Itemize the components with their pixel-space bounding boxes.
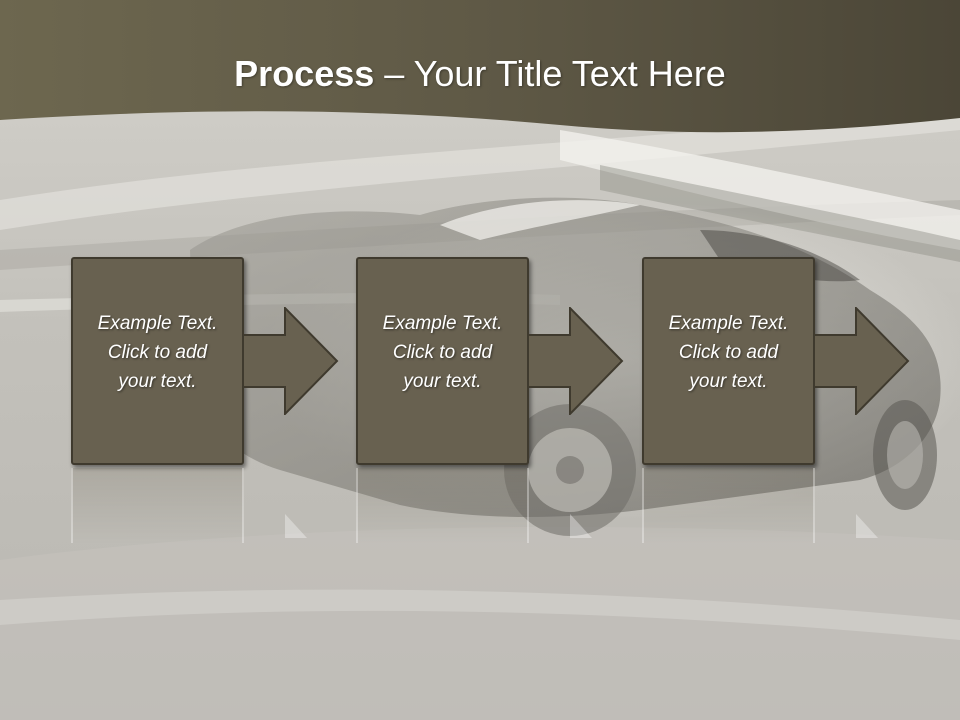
step-box [642, 257, 815, 465]
step-text[interactable]: Example Text. Click to add your text. [642, 309, 815, 396]
step-text-line: Example Text. [382, 313, 503, 334]
step-text-line: your text. [118, 371, 197, 392]
step-text-line: your text. [403, 371, 482, 392]
title-rest-part: – Your Title Text Here [374, 53, 726, 94]
step-text-line: Example Text. [97, 313, 218, 334]
arrow-reflection [285, 514, 307, 538]
step-text-line: Click to add [678, 342, 779, 363]
step-reflection [356, 468, 529, 543]
step-text-line: Example Text. [668, 313, 789, 334]
slide-title[interactable]: Process – Your Title Text Here [0, 52, 960, 96]
process-step-1[interactable]: Example Text. Click to add your text. [71, 257, 244, 465]
arrow-right-icon [528, 307, 624, 415]
arrow-reflection [856, 514, 878, 538]
process-step-3[interactable]: Example Text. Click to add your text. [642, 257, 815, 465]
process-step-2[interactable]: Example Text. Click to add your text. [356, 257, 529, 465]
arrow-right-icon [814, 307, 910, 415]
step-text-line: Click to add [107, 342, 208, 363]
step-text[interactable]: Example Text. Click to add your text. [356, 309, 529, 396]
step-box [356, 257, 529, 465]
step-reflection [642, 468, 815, 543]
step-reflection [71, 468, 244, 543]
step-text-line: your text. [689, 371, 768, 392]
step-text-line: Click to add [392, 342, 493, 363]
step-box [71, 257, 244, 465]
arrow-right-icon [243, 307, 339, 415]
step-text[interactable]: Example Text. Click to add your text. [71, 309, 244, 396]
title-bold-part: Process [234, 53, 375, 94]
arrow-reflection [570, 514, 592, 538]
